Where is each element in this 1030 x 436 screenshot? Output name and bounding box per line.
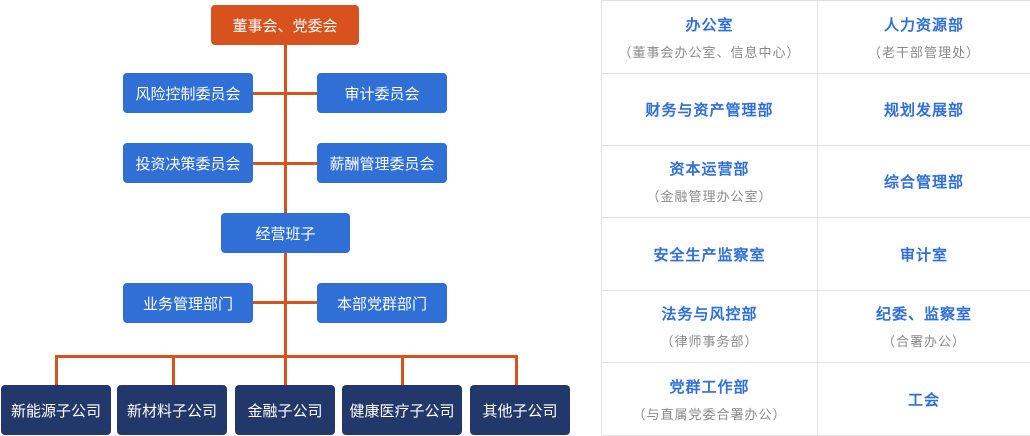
department-note: （金融管理办公室） bbox=[646, 190, 773, 205]
subsidiary-other: 其他子公司 bbox=[470, 385, 570, 435]
risk-committee-node: 风险控制委员会 bbox=[123, 73, 253, 113]
department-name: 资本运营部 bbox=[669, 160, 750, 178]
investment-committee-node: 投资决策委员会 bbox=[123, 143, 253, 183]
department-cell[interactable]: 资本运营部 （金融管理办公室） bbox=[602, 146, 818, 218]
business-departments-node: 业务管理部门 bbox=[123, 283, 253, 323]
subsidiary-new-materials: 新材料子公司 bbox=[117, 385, 227, 435]
department-note: （合署办公） bbox=[881, 335, 966, 350]
department-name: 安全生产监察室 bbox=[653, 245, 766, 264]
connector-drop-5 bbox=[515, 355, 518, 385]
management-team-node: 经营班子 bbox=[221, 213, 350, 253]
departments-table: 办公室 （董事会办公室、信息中心） 人力资源部 （老干部管理处） 财务与资产管理… bbox=[601, 0, 1030, 436]
connector-trunk bbox=[284, 44, 287, 357]
board-node: 董事会、党委会 bbox=[211, 5, 359, 45]
subsidiary-new-energy: 新能源子公司 bbox=[1, 385, 111, 435]
department-name: 人力资源部 bbox=[883, 15, 964, 34]
connector-drop-4 bbox=[401, 355, 404, 385]
compensation-committee-node: 薪酬管理委员会 bbox=[317, 143, 447, 183]
department-note: （董事会办公室、信息中心） bbox=[618, 45, 801, 61]
party-departments-node: 本部党群部门 bbox=[317, 283, 447, 323]
department-cell[interactable]: 法务与风控部 （律师事务部） bbox=[602, 291, 818, 363]
connector-row3 bbox=[252, 301, 318, 304]
department-name: 纪委、监察室 bbox=[875, 305, 972, 323]
audit-committee-node: 审计委员会 bbox=[317, 73, 447, 113]
department-name: 规划发展部 bbox=[883, 101, 964, 119]
connector-drop-2 bbox=[172, 355, 175, 385]
department-note: （老干部管理处） bbox=[867, 45, 980, 61]
department-cell[interactable]: 综合管理部 bbox=[818, 146, 1030, 218]
department-name: 党群工作部 bbox=[669, 377, 750, 396]
department-cell[interactable]: 办公室 （董事会办公室、信息中心） bbox=[602, 1, 818, 74]
connector-row1 bbox=[252, 92, 318, 95]
department-note: （与直属党委合署办公） bbox=[632, 407, 787, 423]
department-cell[interactable]: 规划发展部 bbox=[818, 74, 1030, 146]
department-note: （律师事务部） bbox=[660, 335, 759, 350]
subsidiary-health-medical: 健康医疗子公司 bbox=[342, 385, 462, 435]
department-cell[interactable]: 党群工作部 （与直属党委合署办公） bbox=[602, 363, 818, 436]
department-name: 办公室 bbox=[685, 15, 734, 34]
department-cell[interactable]: 人力资源部 （老干部管理处） bbox=[818, 1, 1030, 74]
connector-row2 bbox=[252, 162, 318, 165]
connector-drop-3 bbox=[284, 355, 287, 385]
department-cell[interactable]: 财务与资产管理部 bbox=[602, 74, 818, 146]
department-name: 综合管理部 bbox=[883, 173, 964, 191]
connector-drop-1 bbox=[55, 355, 58, 385]
department-cell[interactable]: 工会 bbox=[818, 363, 1030, 436]
department-name: 工会 bbox=[907, 390, 940, 409]
department-cell[interactable]: 审计室 bbox=[818, 218, 1030, 291]
department-cell[interactable]: 安全生产监察室 bbox=[602, 218, 818, 291]
department-name: 法务与风控部 bbox=[661, 305, 758, 323]
department-cell[interactable]: 纪委、监察室 （合署办公） bbox=[818, 291, 1030, 363]
subsidiary-finance: 金融子公司 bbox=[235, 385, 335, 435]
department-name: 审计室 bbox=[899, 245, 948, 264]
department-name: 财务与资产管理部 bbox=[645, 101, 774, 119]
